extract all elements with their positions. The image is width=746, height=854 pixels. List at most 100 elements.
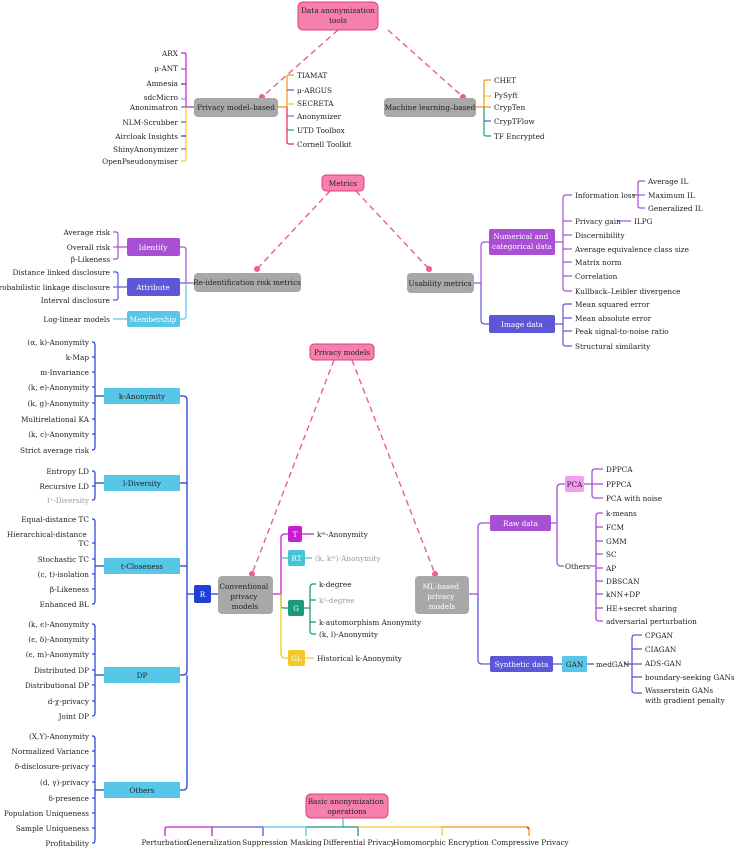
tool-item: Amnesia: [145, 79, 178, 88]
t-node[interactable]: [288, 526, 302, 542]
right-tools-list: TIAMAT μ-ARGUS SECRETA Anonymizer UTD To…: [296, 71, 352, 149]
model-item: k-automorphism Anonymity: [319, 618, 422, 627]
model-item: Sample Uniqueness: [16, 824, 90, 833]
operation-item: Generalization: [187, 838, 242, 847]
model-item: Distributional DP: [25, 681, 89, 690]
section-privacy-models: Privacy models R Conventional privacy mo…: [4, 338, 735, 848]
ml-branches: [469, 468, 642, 694]
metric-item: Correlation: [575, 272, 618, 281]
ml-tools-list: CHET PySyft CrypTen CrypTFlow TF Encrypt…: [494, 76, 545, 141]
model-item: (ϵ, δ)-Anonymity: [28, 635, 90, 644]
operations-root-node[interactable]: [305, 793, 389, 819]
ml-based-node[interactable]: [384, 98, 476, 117]
metric-item: Average IL: [647, 177, 688, 186]
privacy-models-root-label: Privacy models: [314, 348, 370, 357]
model-item: β-Likeness: [50, 585, 89, 594]
operation-item: Perturbation: [142, 838, 189, 847]
k-anonymity-node[interactable]: [104, 388, 180, 404]
others-label: Others: [129, 786, 154, 795]
operation-branches: [164, 818, 530, 836]
metrics-root-node[interactable]: [321, 174, 365, 192]
usability-branches: [474, 180, 645, 347]
identify-label: Identify: [139, 243, 169, 252]
l-diversity-label: l-Diversity: [123, 479, 162, 488]
numerical-data-label: Numerical and categorical data: [492, 232, 553, 251]
metric-item: Mean squared error: [575, 300, 650, 309]
numerical-data-node[interactable]: [489, 229, 555, 255]
ml-others-label: Others: [565, 562, 590, 571]
dp-node[interactable]: [104, 667, 180, 683]
t-closeness-node[interactable]: [104, 558, 180, 574]
model-item: (k, c)-Anonymity: [28, 430, 90, 439]
model-item: Hierarchical-distance TC: [7, 530, 90, 548]
identify-node[interactable]: [127, 238, 180, 256]
raw-data-label: Raw data: [503, 519, 539, 528]
dp-items: (k, ϵ)-Anonymity (ϵ, δ)-Anonymity (ϵ, m)…: [25, 620, 90, 721]
wgan-line: with gradient penalty: [645, 696, 726, 705]
synthetic-data-node[interactable]: [490, 656, 553, 672]
model-item: Population Uniqueness: [4, 809, 89, 818]
raw-data-node[interactable]: [490, 515, 551, 531]
attribute-node[interactable]: [127, 278, 180, 296]
ml-others-items: k-means FCM GMM SC AP DBSCAN kNN+DP HE+s…: [605, 509, 697, 626]
others-node[interactable]: [104, 782, 180, 798]
model-item: (ϵ, m)-Anonymity: [26, 650, 90, 659]
image-data-node[interactable]: [489, 315, 555, 333]
tool-item: μ-ARGUS: [297, 86, 332, 95]
metric-item: Kullback–Leibler divergence: [575, 287, 681, 296]
metric-item: Generalized IL: [648, 204, 703, 213]
connector: [355, 190, 430, 270]
gan-node[interactable]: [562, 656, 587, 672]
privacy-model-based-node[interactable]: [194, 98, 278, 117]
rt-node[interactable]: [288, 550, 305, 566]
tool-item: CrypTFlow: [494, 117, 536, 126]
wgan-line: Wasserstein GANs: [645, 686, 713, 695]
model-item: (k, l)-Anonymity: [319, 630, 379, 639]
membership-node[interactable]: [127, 311, 180, 327]
pca-node[interactable]: [565, 476, 584, 492]
r-node[interactable]: [194, 585, 211, 603]
model-item: k²-degree: [319, 596, 355, 605]
model-item: (d, γ)-privacy: [40, 778, 90, 787]
metric-item: β-Likeness: [71, 255, 110, 264]
conventional-label-line: models: [232, 602, 259, 611]
metric-item: Discernibility: [575, 231, 625, 240]
tool-item: sdcMicro: [144, 93, 179, 102]
reid-node[interactable]: [194, 273, 301, 292]
connector: [387, 29, 464, 98]
tool-item: Aircloak Insights: [114, 132, 178, 141]
hierarchical-line: TC: [79, 539, 90, 548]
tool-item: ARX: [161, 49, 179, 58]
model-item: PCA with noise: [606, 494, 662, 503]
usability-node[interactable]: [407, 273, 474, 293]
g-node[interactable]: [288, 600, 304, 616]
model-item: (k, ϵ)-Anonymity: [28, 620, 90, 629]
connector: [351, 359, 436, 575]
model-item: (k, e)-Anonymity: [28, 383, 90, 392]
l-diversity-node[interactable]: [104, 475, 180, 491]
model-item: FCM: [606, 523, 625, 532]
reid-branches: [113, 231, 194, 320]
operations-root-line: operations: [327, 807, 367, 816]
tool-item: Anonymizer: [296, 112, 342, 121]
tool-item: ShinyAnonymizer: [113, 145, 178, 154]
left-tool-branches: [181, 52, 194, 162]
r-label: R: [200, 590, 206, 599]
model-item: δ-presence: [48, 794, 89, 803]
model-item: HE+secret sharing: [606, 604, 677, 613]
connector-dot: [249, 571, 255, 577]
conventional-node[interactable]: [218, 576, 273, 614]
model-item: (X,Y)-Anonymity: [29, 732, 90, 741]
tool-item: CrypTen: [494, 103, 525, 112]
privacy-gain-item: ILPG: [634, 217, 653, 226]
metric-item: Mean absolute error: [575, 314, 652, 323]
privacy-models-root-node[interactable]: [309, 343, 375, 361]
section-operations: Basic anonymization operations Perturbat…: [142, 793, 570, 847]
tools-root-node[interactable]: [297, 1, 379, 31]
model-item: kNN+DP: [606, 590, 640, 599]
model-item: Entropy LD: [46, 467, 89, 476]
ml-based-privacy-node[interactable]: [415, 576, 469, 614]
gl-node[interactable]: [288, 650, 305, 666]
